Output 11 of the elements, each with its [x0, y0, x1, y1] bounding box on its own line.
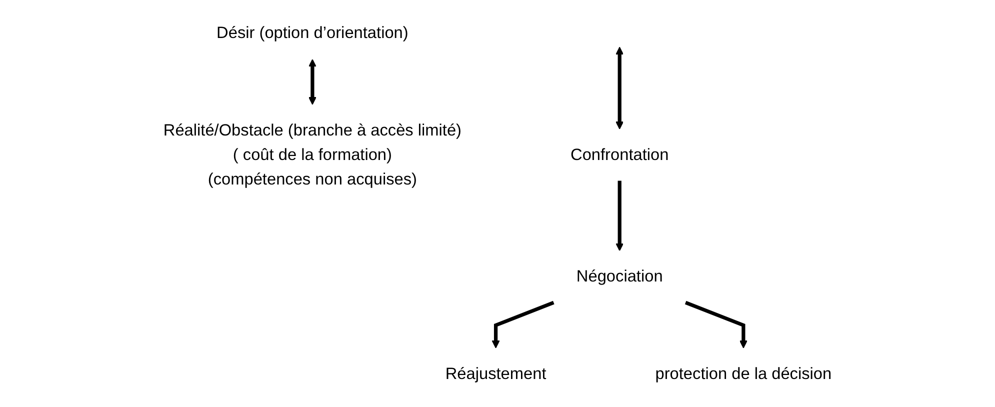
node-text: protection de la décision	[655, 364, 832, 382]
node-text: Négociation	[576, 267, 663, 286]
arrow	[308, 59, 316, 105]
arrow	[616, 180, 624, 252]
node-text: Confrontation	[570, 145, 669, 164]
node-text: Désir (option d’orientation)	[216, 24, 408, 42]
node-text: Réalité/Obstacle (branche à accès limité) ( coût de la formation) (compétences non acquises)	[163, 120, 462, 188]
arrow	[492, 300, 554, 348]
node-text: Réajustement	[445, 364, 546, 382]
arrow	[684, 300, 748, 348]
arrow	[616, 46, 624, 130]
